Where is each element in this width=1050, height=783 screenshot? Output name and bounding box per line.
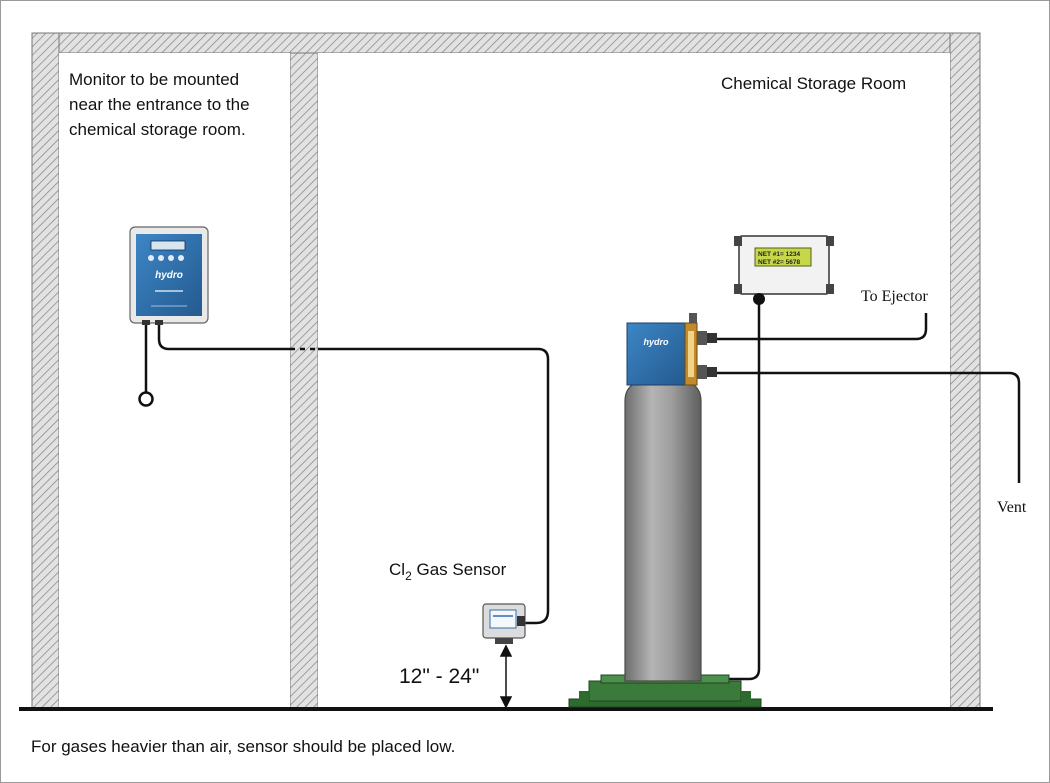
monitor-button-4 bbox=[178, 255, 184, 261]
regulator-gauge-window bbox=[688, 331, 694, 377]
monitor-note-line-1: Monitor to be mounted bbox=[69, 70, 239, 89]
regulator-fitting-top-1 bbox=[697, 331, 707, 345]
ejector-line bbox=[717, 313, 928, 341]
cylinder-body bbox=[624, 378, 702, 682]
vent-line bbox=[717, 371, 1021, 483]
chlorine-cylinder bbox=[624, 366, 702, 682]
regulator-body bbox=[626, 322, 686, 386]
gas-monitor: hydro bbox=[129, 226, 209, 325]
dimension-arrow-down-icon bbox=[499, 696, 513, 709]
indicator-bracket-top-left bbox=[734, 236, 742, 246]
regulator-brand: hydro bbox=[643, 337, 669, 347]
walls bbox=[31, 32, 981, 710]
sensor-label-prefix: Cl bbox=[389, 560, 405, 579]
indicator-bracket-bottom-left bbox=[734, 284, 742, 294]
monitor-gland-2 bbox=[155, 320, 163, 325]
regulator-fitting-bottom-2 bbox=[707, 367, 717, 377]
wall-right bbox=[949, 32, 981, 710]
indicator-lcd-line-1: NET #1= 1234 bbox=[758, 251, 800, 258]
monitor-button-2 bbox=[158, 255, 164, 261]
indicator-cable-gland bbox=[753, 293, 765, 305]
vent-label: Vent bbox=[997, 499, 1027, 516]
sensor-fitting bbox=[517, 616, 525, 626]
gas-sensor bbox=[482, 603, 526, 644]
platform-body bbox=[588, 680, 742, 702]
sensor-bottom bbox=[495, 638, 513, 644]
height-label: 12" - 24" bbox=[399, 665, 479, 688]
monitor-gland-1 bbox=[142, 320, 150, 325]
vacuum-regulator: hydro bbox=[626, 313, 717, 386]
monitor-sensor-cable-storage bbox=[318, 347, 550, 625]
regulator-fitting-top-2 bbox=[707, 333, 717, 343]
monitor-button-3 bbox=[168, 255, 174, 261]
sensor-label-subscript: 2 bbox=[405, 569, 412, 583]
monitor-button-1 bbox=[148, 255, 154, 261]
height-dimension bbox=[499, 644, 513, 709]
monitor-note-line-3: chemical storage room. bbox=[69, 120, 246, 139]
wall-top bbox=[31, 32, 981, 54]
indicator-bracket-bottom-right bbox=[826, 284, 834, 294]
wiring bbox=[144, 301, 1021, 681]
scale-base-cable bbox=[701, 301, 761, 681]
to-ejector-label: To Ejector bbox=[861, 288, 929, 305]
monitor-sensor-cable bbox=[157, 323, 290, 351]
monitor-display bbox=[150, 240, 186, 251]
room-label: Chemical Storage Room bbox=[721, 74, 906, 93]
wall-partition bbox=[289, 52, 319, 710]
sensor-label-suffix: Gas Sensor bbox=[412, 560, 507, 579]
footer-note: For gases heavier than air, sensor shoul… bbox=[31, 737, 455, 756]
floor-line bbox=[19, 707, 993, 711]
platform-foot-right bbox=[741, 691, 751, 701]
indicator-bracket-top-right bbox=[826, 236, 834, 246]
room-entrance bbox=[59, 53, 290, 709]
probe-end-icon bbox=[138, 391, 154, 407]
regulator-yoke bbox=[689, 313, 697, 323]
regulator-fitting-bottom-1 bbox=[697, 365, 707, 379]
platform-foot-left bbox=[579, 691, 589, 701]
monitor-brand: hydro bbox=[155, 270, 183, 281]
dimension-arrow-up-icon bbox=[499, 644, 513, 657]
sensor-label: Cl2 Gas Sensor bbox=[389, 560, 507, 583]
indicator-lcd-line-2: NET #2= 5678 bbox=[758, 259, 800, 266]
indicator-lcd bbox=[754, 247, 812, 267]
monitor-note-line-2: near the entrance to the bbox=[69, 95, 250, 114]
wall-left bbox=[31, 32, 60, 710]
scale-indicator: NET #1= 1234 NET #2= 5678 bbox=[734, 235, 834, 305]
sensor-label-plate bbox=[489, 609, 517, 629]
